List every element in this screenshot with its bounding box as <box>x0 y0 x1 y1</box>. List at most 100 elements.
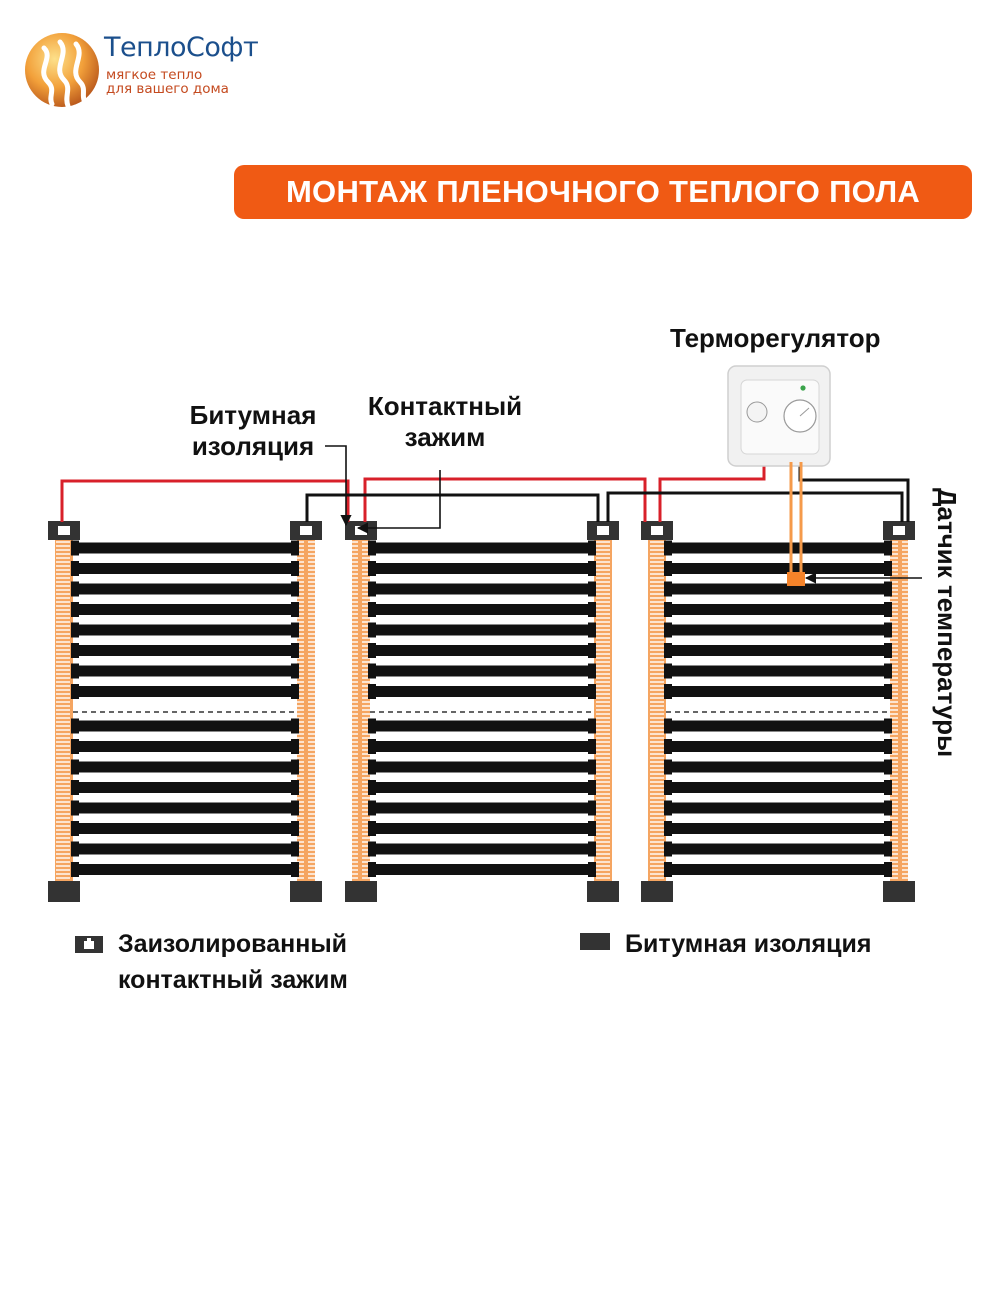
bar-end-cap <box>368 718 376 734</box>
bar-end-cap <box>291 718 299 734</box>
film-strip-right <box>890 538 908 882</box>
heating-bar <box>73 761 297 773</box>
heating-bar <box>73 782 297 793</box>
bar-end-cap <box>664 821 672 836</box>
bar-end-cap <box>368 739 376 754</box>
bar-end-cap <box>588 718 596 734</box>
legend-clamp-line1: Заизолированный <box>118 930 348 958</box>
bar-end-cap <box>368 540 376 556</box>
bar-end-cap <box>664 718 672 734</box>
bar-end-cap <box>588 684 596 699</box>
bar-end-cap <box>368 561 376 576</box>
bar-end-cap <box>884 561 892 576</box>
bar-end-cap <box>884 759 892 775</box>
legend-bitumen-icon <box>580 933 610 950</box>
bar-end-cap <box>588 540 596 556</box>
bar-end-cap <box>664 602 672 617</box>
bar-end-cap <box>588 841 596 857</box>
heating-bar <box>666 741 890 752</box>
page-title: МОНТАЖ ПЛЕНОЧНОГО ТЕПЛОГО ПОЛА <box>234 165 972 219</box>
clamp-label-line1: Контактный <box>367 391 523 421</box>
legend-bitumen: Битумная изоляция <box>625 930 872 958</box>
heating-bar <box>666 665 890 677</box>
bitumen-insulation-icon <box>883 881 915 902</box>
heating-bar <box>370 843 594 855</box>
bar-end-cap <box>884 602 892 617</box>
bar-end-cap <box>291 663 299 679</box>
heating-bar <box>370 645 594 656</box>
heating-bar <box>73 802 297 814</box>
heating-bar <box>73 563 297 574</box>
bar-end-cap <box>664 643 672 658</box>
legend-insulated-clamp-icon <box>75 936 103 953</box>
bar-end-cap <box>71 821 79 836</box>
heating-bar <box>73 843 297 855</box>
heating-bar <box>370 823 594 834</box>
bar-end-cap <box>588 759 596 775</box>
tagline-line2: для вашего дома <box>106 81 229 97</box>
bar-end-cap <box>588 821 596 836</box>
legend-insulated-clamp: Заизолированный контактный зажим <box>118 926 348 998</box>
heating-bar <box>73 645 297 656</box>
heating-bar <box>666 864 890 875</box>
bar-end-cap <box>664 581 672 597</box>
film-strip-left <box>55 538 73 882</box>
heating-bar <box>666 782 890 793</box>
bar-end-cap <box>71 739 79 754</box>
bar-end-cap <box>884 821 892 836</box>
bar-end-cap <box>588 643 596 658</box>
heating-bar <box>73 720 297 732</box>
bar-end-cap <box>368 622 376 638</box>
bar-end-cap <box>664 862 672 877</box>
bar-end-cap <box>71 759 79 775</box>
clamp-window <box>893 526 905 535</box>
bar-end-cap <box>884 622 892 638</box>
bar-end-cap <box>884 663 892 679</box>
black-wires <box>305 462 910 522</box>
heating-bar <box>666 720 890 732</box>
bar-end-cap <box>884 841 892 857</box>
annotation-pointers <box>325 445 922 584</box>
legend-clamp-line2: контактный зажим <box>118 966 348 994</box>
heating-bar <box>73 542 297 554</box>
bar-end-cap <box>291 581 299 597</box>
bar-end-cap <box>291 821 299 836</box>
bar-end-cap <box>71 540 79 556</box>
bar-end-cap <box>884 800 892 816</box>
heating-bar <box>370 720 594 732</box>
bar-end-cap <box>588 602 596 617</box>
bar-end-cap <box>291 622 299 638</box>
heating-bar <box>370 563 594 574</box>
bitumen-label-line1: Битумная <box>189 400 317 430</box>
bar-end-cap <box>368 643 376 658</box>
heating-bar <box>666 843 890 855</box>
film-strip-right <box>594 538 612 882</box>
bar-end-cap <box>588 739 596 754</box>
bitumen-insulation-label: Битумная изоляция <box>183 400 323 462</box>
heating-bar <box>73 583 297 595</box>
film-strip-right <box>297 538 315 882</box>
bar-end-cap <box>664 540 672 556</box>
bar-end-cap <box>291 684 299 699</box>
heating-bar <box>666 823 890 834</box>
bar-end-cap <box>884 862 892 877</box>
heating-bar <box>666 563 890 574</box>
bar-end-cap <box>291 561 299 576</box>
heating-bar <box>666 583 890 595</box>
bar-end-cap <box>71 780 79 795</box>
sensor-cable <box>787 462 805 586</box>
red-wires <box>60 462 766 522</box>
bar-end-cap <box>588 800 596 816</box>
film-strip-left <box>352 538 370 882</box>
clamp-window <box>300 526 312 535</box>
heating-bar <box>370 542 594 554</box>
sensor-label-text: Датчик температуры <box>932 488 962 758</box>
bar-end-cap <box>368 821 376 836</box>
heating-bar <box>370 741 594 752</box>
bar-end-cap <box>664 622 672 638</box>
bar-end-cap <box>664 759 672 775</box>
bar-end-cap <box>664 800 672 816</box>
heating-bar <box>666 604 890 615</box>
bar-end-cap <box>368 800 376 816</box>
